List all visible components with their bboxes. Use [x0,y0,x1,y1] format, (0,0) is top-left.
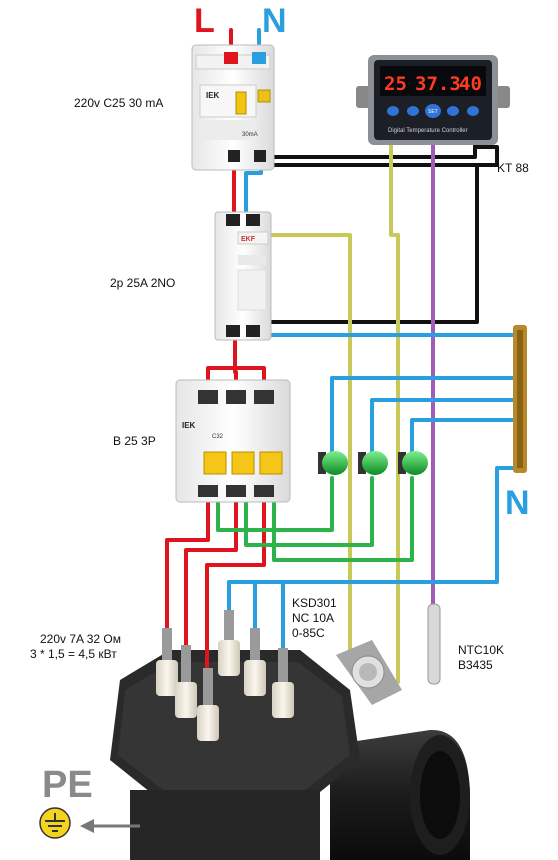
wire-yellow-a [256,233,352,660]
thermostat-buttons: SET [387,104,479,118]
wire-neutral-lamp1 [330,376,520,460]
heater-label-1: 220v 7A 32 Ом [40,632,121,646]
contactor-brand: EKF [241,236,256,243]
breaker-model: C32 [212,434,224,440]
thermal-switch-label-2: NC 10A [292,611,335,625]
contactor-device: EKF [214,211,272,341]
wire-black-top [238,143,477,159]
breaker-device: IEK C32 [175,379,291,503]
rcbo-rating: 30mA [242,132,258,138]
ntc-sensor [427,603,441,685]
indicator-lamp [318,451,348,475]
thermostat-label: KT 88 [497,161,529,175]
terminal [175,645,197,718]
terminal [197,668,219,741]
terminal [156,628,178,696]
wire-green-3 [272,476,414,562]
rcbo-device: IEK 30mA [191,44,275,171]
pe-label: PE [42,764,93,806]
neutral-label: N [262,2,287,40]
wire-black-top2 [253,145,499,167]
rcbo-label: 220v C25 30 mA [74,96,164,110]
thermal-switch [336,640,402,705]
pe-ground [39,807,140,839]
indicator-lamp [398,451,428,475]
indicator-lamps [318,451,428,475]
wire-neutral-lamp2 [370,398,520,460]
thermostat-display-2: 37.3 [415,73,461,95]
heater-terminals [156,610,294,741]
thermal-switch-label-3: 0-85C [292,626,325,640]
thermostat-display-1: 25 [384,73,407,95]
neutral-bus-label: N [505,484,530,522]
neutral-bus-bar [513,325,527,473]
thermal-switch-label-1: KSD301 [292,596,337,610]
thermostat-display-3: 40 [459,73,482,95]
rcbo-brand: IEK [206,91,220,100]
breaker-brand: IEK [182,421,196,430]
terminal [218,610,240,676]
terminal [244,628,266,696]
wire-neutral-lamp3 [410,418,520,460]
wire-green-2 [244,476,374,547]
wire-line-out1 [165,493,210,632]
ground-icon [39,807,71,839]
contactor-label: 2p 25A 2NO [110,276,176,290]
indicator-lamp [358,451,388,475]
line-label: L [194,2,215,40]
wire-neutral-heater [227,466,520,614]
thermostat-device: 25 37.3 40 SET Digital Temperature Contr… [356,55,510,145]
heater-label-2: 3 * 1,5 = 4,5 кВт [30,647,117,661]
thermostat-panel-text: Digital Temperature Controller [388,128,468,134]
wire-line-out2 [184,493,238,647]
sensor-label-2: B3435 [458,658,493,672]
wire-yellow-b [389,143,400,684]
terminal [272,648,294,718]
thermostat-set-label: SET [428,109,438,115]
sensor-label-1: NTC10K [458,643,505,657]
wire-black-loop [266,163,499,324]
breaker-label: B 25 3P [113,434,156,448]
